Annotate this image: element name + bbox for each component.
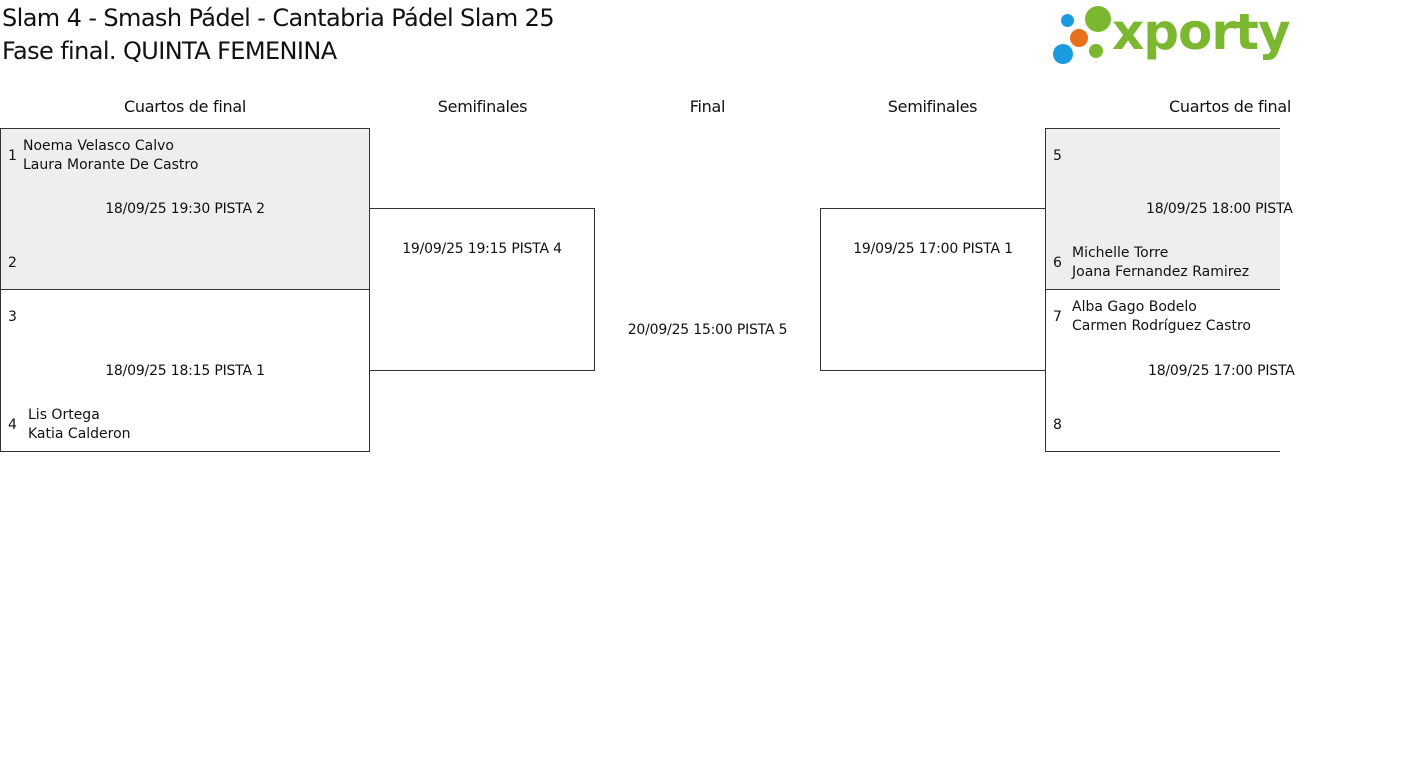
match-schedule: 19/09/25 17:00 PISTA 1 (853, 241, 1013, 257)
final-match-schedule[interactable]: 20/09/25 15:00 PISTA 5 (627, 322, 788, 338)
seed-number: 4 (8, 417, 17, 433)
team-players: Lis Ortega Katia Calderon (28, 406, 131, 444)
column-header-right-semifinals: Semifinales (887, 97, 978, 116)
seed-number: 2 (8, 255, 17, 271)
logo-text: xporty (1112, 3, 1291, 61)
column-header-left-quarterfinals: Cuartos de final (124, 97, 246, 116)
quarterfinal-match-4[interactable]: 7 Alba Gago Bodelo Carmen Rodríguez Cast… (1045, 289, 1295, 452)
player-name: Carmen Rodríguez Castro (1072, 318, 1251, 334)
match-schedule: 18/09/25 19:30 PISTA 2 (105, 201, 265, 217)
match-schedule: 18/09/25 18:15 PISTA 1 (105, 363, 265, 379)
tournament-title: Slam 4 - Smash Pádel - Cantabria Pádel S… (2, 4, 555, 32)
match-schedule: 18/09/25 18:00 PISTA (1146, 201, 1293, 217)
team-players: Alba Gago Bodelo Carmen Rodríguez Castro (1072, 298, 1251, 336)
quarterfinal-match-1[interactable]: 1 Noema Velasco Calvo Laura Morante De C… (0, 128, 370, 290)
team-players: Noema Velasco Calvo Laura Morante De Cas… (23, 137, 198, 175)
quarterfinal-match-3[interactable]: 5 18/09/25 18:00 PISTA 6 Michelle Torre … (1045, 128, 1293, 290)
logo-dot-green (1085, 6, 1111, 32)
match-schedule: 18/09/25 17:00 PISTA (1148, 363, 1295, 379)
seed-number: 1 (8, 148, 17, 164)
column-header-final: Final (689, 97, 726, 116)
seed-number: 6 (1053, 255, 1062, 271)
logo-dot-blue (1061, 14, 1074, 27)
player-name: Katia Calderon (28, 426, 131, 442)
player-name: Michelle Torre (1072, 245, 1169, 261)
seed-number: 8 (1053, 417, 1062, 433)
player-name: Alba Gago Bodelo (1072, 299, 1197, 315)
semifinal-match-right[interactable]: 19/09/25 17:00 PISTA 1 (820, 208, 1046, 371)
xporty-logo[interactable]: xporty (1050, 3, 1291, 68)
phase-title: Fase final. QUINTA FEMENINA (2, 37, 337, 65)
column-header-right-quarterfinals: Cuartos de final (1169, 97, 1291, 116)
match-schedule: 19/09/25 19:15 PISTA 4 (402, 241, 562, 257)
player-name: Noema Velasco Calvo (23, 138, 174, 154)
logo-dot-green-small (1089, 44, 1103, 58)
semifinal-match-left[interactable]: 19/09/25 19:15 PISTA 4 (369, 208, 595, 371)
player-name: Laura Morante De Castro (23, 157, 199, 173)
player-name: Joana Fernandez Ramirez (1072, 264, 1250, 280)
quarterfinal-match-2[interactable]: 3 18/09/25 18:15 PISTA 1 4 Lis Ortega Ka… (0, 289, 370, 452)
column-header-left-semifinals: Semifinales (437, 97, 528, 116)
seed-number: 7 (1053, 309, 1062, 325)
logo-dot-blue-large (1053, 44, 1073, 64)
seed-number: 3 (8, 309, 17, 325)
player-name: Lis Ortega (28, 407, 100, 423)
seed-number: 5 (1053, 148, 1062, 164)
team-players: Michelle Torre Joana Fernandez Ramirez (1072, 244, 1249, 282)
logo-dot-orange (1070, 29, 1088, 47)
